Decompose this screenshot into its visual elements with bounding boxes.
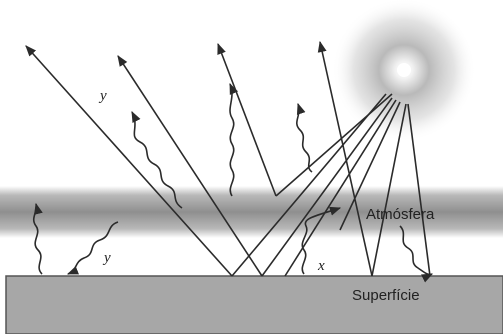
- incoming-ray: [232, 94, 386, 276]
- label-y-lower: y: [102, 250, 111, 266]
- incoming-ray: [276, 94, 392, 196]
- reflected-rays: [26, 42, 372, 276]
- surface-block: [6, 276, 503, 334]
- label-atmosphere: Atmósfera: [366, 206, 435, 223]
- sun-icon: [332, 0, 476, 142]
- label-y-upper: y: [98, 88, 107, 104]
- reflected-ray-arrow: [118, 56, 262, 276]
- label-x: x: [317, 258, 325, 274]
- label-surface: Superfície: [352, 287, 420, 304]
- reflected-ray-arrow: [26, 46, 232, 276]
- wavy-arrow-icon: [297, 104, 312, 172]
- wavy-arrow-icon: [230, 84, 234, 196]
- reflected-ray-arrow: [218, 44, 276, 196]
